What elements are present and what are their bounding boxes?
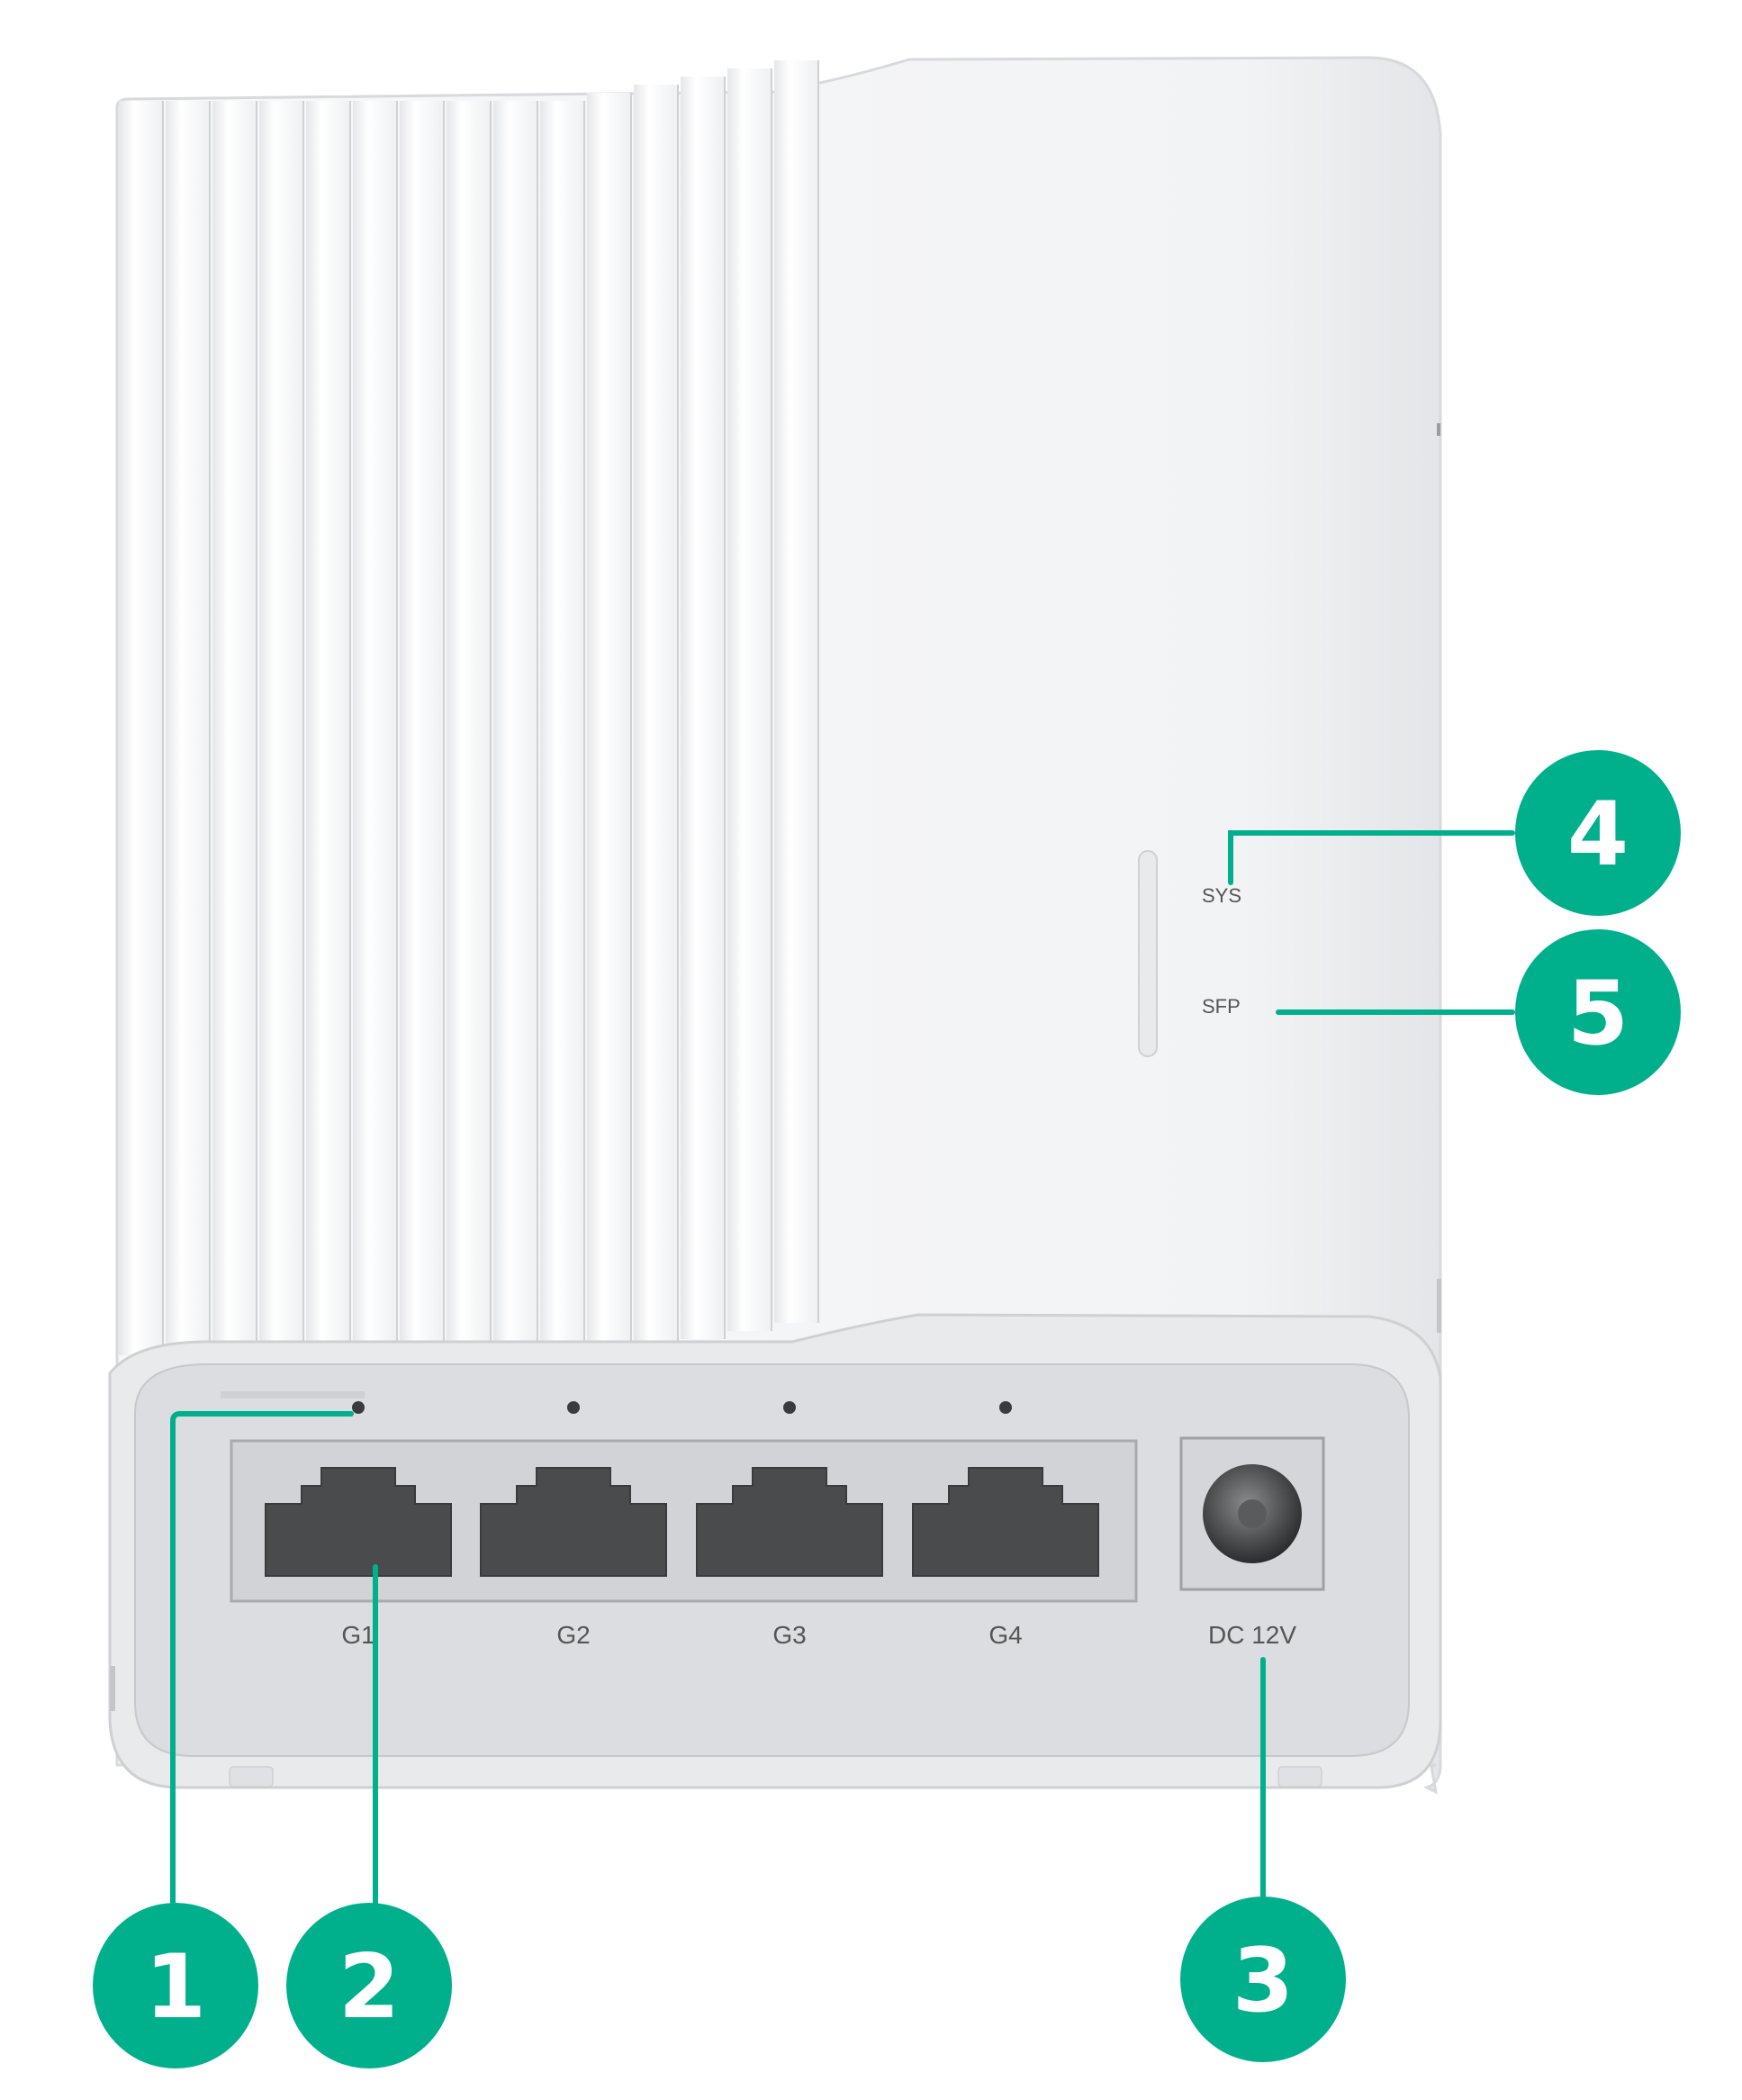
rib: [400, 101, 444, 1355]
rib: [353, 101, 397, 1355]
port-label-g2: G2: [556, 1621, 590, 1649]
rib: [540, 101, 584, 1355]
callout-4: 4: [1515, 750, 1681, 916]
callout-2: 2: [286, 1903, 452, 2068]
led-sys-label: SYS: [1202, 884, 1241, 907]
callout-lines: [170, 830, 1515, 1925]
port-led-g2: [567, 1401, 580, 1414]
callout-3: 3: [1180, 1896, 1346, 2062]
rib: [774, 60, 818, 1323]
callout-number-1: 1: [145, 1936, 206, 2039]
leader-1: [170, 1411, 354, 1925]
reset-slot: [221, 1391, 365, 1398]
callout-badge-4: [1515, 750, 1681, 916]
port-led-g3: [783, 1401, 796, 1414]
rj45-port-g1: [265, 1467, 452, 1577]
ribbed-surface: [119, 60, 819, 1355]
rib: [727, 68, 772, 1331]
rib: [166, 101, 210, 1355]
callout-badge-3: [1180, 1896, 1346, 2062]
foot-right: [1277, 1766, 1322, 1788]
rj45-port-g4: [912, 1467, 1099, 1577]
rib: [306, 101, 350, 1355]
rj45-port-g2: [480, 1467, 667, 1577]
callout-1: 1: [93, 1903, 258, 2068]
callout-badge-5: [1515, 929, 1681, 1095]
power-label: DC 12V: [1208, 1621, 1296, 1649]
callout-number-3: 3: [1232, 1930, 1294, 2032]
foot-left: [229, 1766, 274, 1788]
port-led-g1: [352, 1401, 365, 1414]
rib: [259, 101, 303, 1355]
power-jack: [1179, 1436, 1325, 1591]
port-label-g3: G3: [772, 1621, 806, 1649]
rj45-port-g3: [696, 1467, 883, 1577]
leader-4: [1228, 830, 1515, 885]
rib: [681, 77, 725, 1339]
port-label-g1: G1: [341, 1621, 375, 1649]
led-sfp-label: SFP: [1202, 995, 1241, 1018]
rib: [493, 101, 537, 1355]
rib: [447, 101, 491, 1355]
callout-number-4: 4: [1567, 783, 1629, 886]
port-led-g4: [999, 1401, 1012, 1414]
rib: [587, 93, 631, 1355]
callout-badge-2: [286, 1903, 452, 2068]
port-leds: [221, 1391, 1012, 1414]
ethernet-ports: [265, 1467, 1099, 1577]
callout-badge-1: [93, 1903, 258, 2068]
rib: [119, 101, 163, 1355]
callout-5: 5: [1515, 929, 1681, 1095]
rib: [634, 85, 678, 1347]
callout-number-5: 5: [1567, 963, 1629, 1065]
port-label-g4: G4: [988, 1621, 1022, 1649]
enclosure: [108, 56, 1442, 1795]
callout-number-2: 2: [338, 1936, 400, 2039]
led-window: [1138, 850, 1158, 1057]
rib: [212, 101, 257, 1355]
